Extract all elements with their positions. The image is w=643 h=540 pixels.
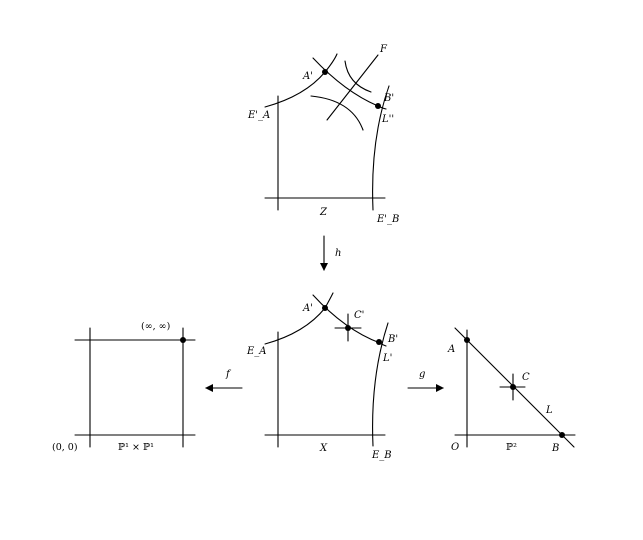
top-label-e-b-prime: E'_B [376,214,399,225]
right-label-a: A [447,344,455,355]
middle-point-b-prime [376,339,382,345]
middle-panel: A' C' B' E_A L' X E_B [246,292,398,461]
top-label-a-prime: A' [302,71,313,82]
right-panel: A C L O ℙ² B [447,327,576,454]
top-curve-e-b-prime [372,85,390,211]
middle-label-l-prime: L' [382,353,392,364]
middle-label-b-prime: B' [387,334,398,345]
top-label-z: Z [319,207,328,218]
top-point-b-prime [375,103,381,109]
arrow-g-label: g [419,369,425,380]
right-point-b [559,432,565,438]
left-panel: (∞, ∞) (0, 0) ℙ¹ × ℙ¹ [52,321,196,453]
middle-point-c-prime [345,325,351,331]
top-label-l-double-prime: L'' [381,114,394,125]
left-point-infinity [180,337,186,343]
middle-label-c-prime: C' [354,310,364,321]
top-arc-lower [310,95,364,131]
top-label-b-prime: B' [383,93,394,104]
right-label-c: C [522,372,530,383]
middle-label-e-b: E_B [371,450,392,461]
top-label-e-a-prime: E'_A [247,110,270,121]
arrow-f: f [205,369,243,392]
middle-label-a-prime: A' [302,303,313,314]
right-point-a [464,337,470,343]
middle-label-x: X [319,443,328,454]
arrow-g: g [407,369,444,392]
arrow-h-label: h [335,248,341,259]
middle-curve-e-b [372,322,389,447]
middle-curve-a-to-b [312,294,387,347]
left-label-space: ℙ¹ × ℙ¹ [118,442,154,453]
right-label-o: O [451,442,459,453]
middle-curve-e-a [264,292,334,345]
arrow-h: h [320,235,341,271]
right-label-space: ℙ² [506,442,517,453]
top-arc-upper [344,60,372,93]
right-label-b: B [551,443,559,454]
middle-point-a-prime [322,305,328,311]
left-label-origin: (0, 0) [52,442,78,453]
top-curve-a-to-b [312,57,387,110]
top-line-f [326,54,379,121]
right-point-c [510,384,516,390]
arrow-f-label: f [225,369,232,380]
middle-label-e-a: E_A [246,346,267,357]
top-point-a-prime [322,69,328,75]
left-label-infinity: (∞, ∞) [141,321,170,332]
top-panel: A' F B' E'_A L'' Z E'_B [247,44,399,225]
top-label-f: F [379,44,388,55]
right-label-l: L [545,405,553,416]
